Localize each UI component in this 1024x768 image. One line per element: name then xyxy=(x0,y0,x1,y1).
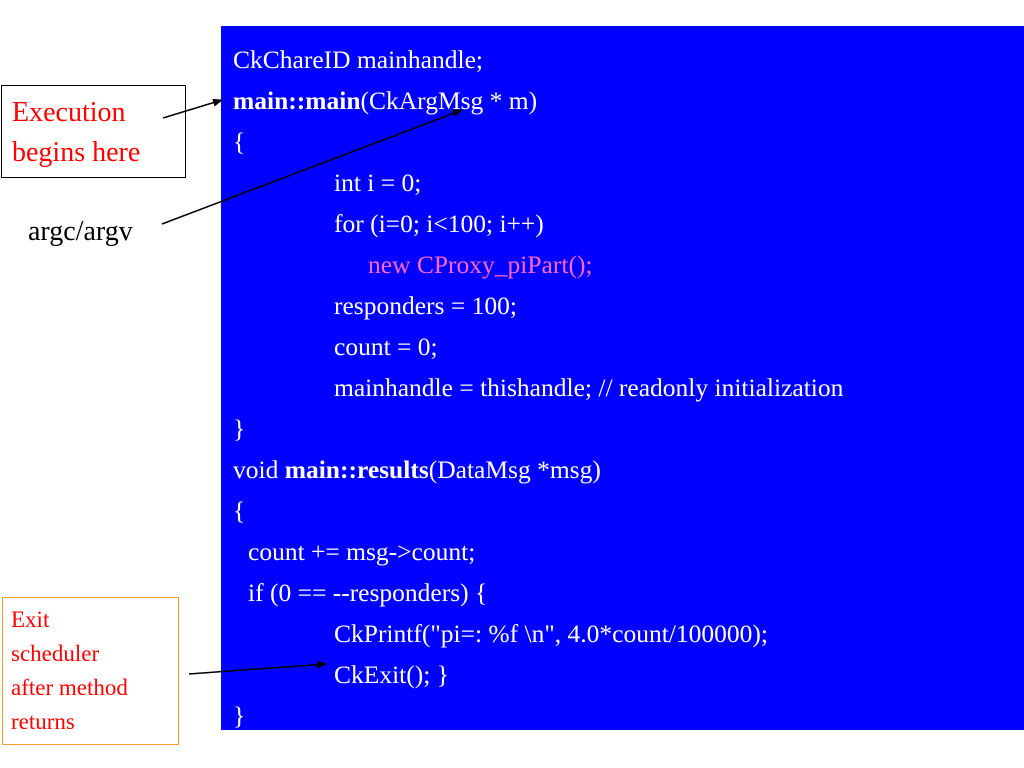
code-text: count = 0; xyxy=(334,332,438,361)
code-text: void xyxy=(233,455,285,484)
code-text: for (i=0; i<100; i++) xyxy=(334,209,544,238)
code-line-17: } xyxy=(233,695,245,736)
exit-callout: Exit scheduler after method returns xyxy=(2,597,179,745)
code-text: } xyxy=(233,701,246,730)
code-text: responders = 100; xyxy=(334,291,517,320)
code-line-2: main::main(CkArgMsg * m) xyxy=(233,80,537,121)
code-line-16: CkExit(); } xyxy=(334,654,449,695)
method-name: main::main xyxy=(233,86,361,115)
callout-text: returns xyxy=(11,709,75,734)
code-text: if (0 == --responders) { xyxy=(248,578,488,607)
code-line-5: for (i=0; i<100; i++) xyxy=(334,203,544,244)
code-line-12: { xyxy=(233,490,245,531)
callout-text: after method xyxy=(11,675,128,700)
code-line-4: int i = 0; xyxy=(334,162,421,203)
code-panel: CkChareID mainhandle; main::main(CkArgMs… xyxy=(221,26,1024,730)
code-text: (CkArgMsg * m) xyxy=(360,86,538,115)
code-text: CkPrintf("pi=: %f \n", 4.0*count/100000)… xyxy=(334,619,768,648)
code-line-6: new CProxy_piPart(); xyxy=(368,244,593,285)
code-line-1: CkChareID mainhandle; xyxy=(233,39,483,80)
code-line-8: count = 0; xyxy=(334,326,438,367)
callout-text: Execution xyxy=(12,97,126,128)
highlighted-code-text: new CProxy_piPart(); xyxy=(368,250,593,279)
code-line-14: if (0 == --responders) { xyxy=(248,572,487,613)
argc-argv-label: argc/argv xyxy=(28,216,133,247)
code-text: { xyxy=(233,496,246,525)
code-line-11: void main::results(DataMsg *msg) xyxy=(233,449,601,490)
callout-text: begins here xyxy=(12,137,141,168)
code-line-10: } xyxy=(233,408,245,449)
code-line-3: { xyxy=(233,121,245,162)
code-text: count += msg->count; xyxy=(248,537,476,566)
code-line-9: mainhandle = thishandle; // readonly ini… xyxy=(334,367,843,408)
code-text: (DataMsg *msg) xyxy=(428,455,601,484)
code-text: { xyxy=(233,127,246,156)
code-line-13: count += msg->count; xyxy=(248,531,475,572)
code-text: CkExit(); } xyxy=(334,660,449,689)
code-text: mainhandle = thishandle; // readonly ini… xyxy=(334,373,844,402)
code-text: CkChareID mainhandle; xyxy=(233,45,483,74)
code-text: } xyxy=(233,414,246,443)
execution-callout: Execution begins here xyxy=(1,85,186,178)
code-line-15: CkPrintf("pi=: %f \n", 4.0*count/100000)… xyxy=(334,613,768,654)
callout-text: Exit xyxy=(11,607,50,632)
method-name: main::results xyxy=(284,455,429,484)
callout-text: scheduler xyxy=(11,641,100,666)
code-text: int i = 0; xyxy=(334,168,422,197)
code-line-7: responders = 100; xyxy=(334,285,517,326)
